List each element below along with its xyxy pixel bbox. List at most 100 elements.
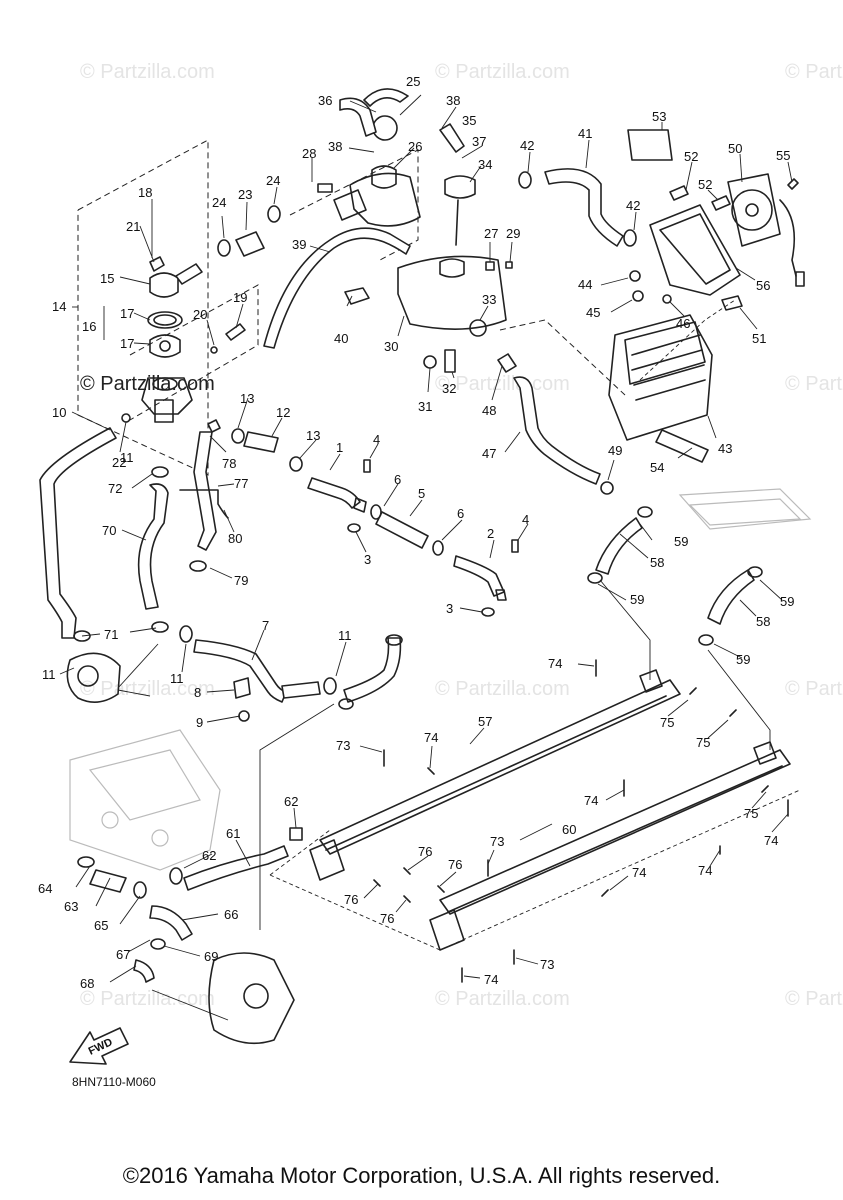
callout-label: 39 <box>292 237 306 252</box>
callout-label: 27 <box>484 226 498 241</box>
callout-label: 29 <box>506 226 520 241</box>
callout-label: 34 <box>478 157 492 172</box>
fan-assembly <box>627 129 805 463</box>
copyright-notice: ©2016 Yamaha Motor Corporation, U.S.A. A… <box>122 1163 721 1188</box>
callout-label: 76 <box>344 892 358 907</box>
callout-label: 52 <box>698 177 712 192</box>
callout-label: 6 <box>457 506 464 521</box>
callout-label: 63 <box>64 899 78 914</box>
callout-label: 53 <box>652 109 666 124</box>
watermark: © Partzilla.com <box>435 373 570 395</box>
callout-label: 13 <box>240 391 254 406</box>
callout-label: 26 <box>408 139 422 154</box>
callout-label: 31 <box>418 399 432 414</box>
callout-label: 74 <box>424 730 438 745</box>
watermark: © Partzilla.com <box>80 678 215 700</box>
callout-label: 14 <box>52 299 66 314</box>
callout-label: 73 <box>540 957 554 972</box>
engine-hoses <box>39 419 519 642</box>
callout-label: 49 <box>608 443 622 458</box>
callout-label: 76 <box>380 911 394 926</box>
callout-label: 54 <box>650 460 664 475</box>
callout-label: 59 <box>674 534 688 549</box>
fwd-arrow-icon: FWD <box>69 1027 129 1065</box>
callout-label: 47 <box>482 446 496 461</box>
reservoir-tank <box>263 227 513 373</box>
watermark: © Partzilla.com <box>785 373 843 395</box>
callout-label: 24 <box>266 173 280 188</box>
callout-label: 46 <box>676 316 690 331</box>
callout-label: 76 <box>418 844 432 859</box>
watermark-dark: © Partzilla.com <box>80 373 215 395</box>
callout-label: 62 <box>202 848 216 863</box>
callout-label: 59 <box>780 594 794 609</box>
callout-label: 69 <box>204 949 218 964</box>
callout-label: 33 <box>482 292 496 307</box>
callout-label: 32 <box>442 381 456 396</box>
callout-label: 11 <box>120 450 134 465</box>
radiator-hose-lower <box>497 353 614 495</box>
callout-label: 55 <box>776 148 790 163</box>
callout-label: 79 <box>234 573 248 588</box>
callout-label: 7 <box>262 618 269 633</box>
callout-label: 38 <box>328 139 342 154</box>
leader-lines <box>59 94 793 983</box>
callout-label: 12 <box>276 405 290 420</box>
engine-block <box>69 488 812 871</box>
callout-label: 70 <box>102 523 116 538</box>
callout-label: 75 <box>696 735 710 750</box>
callout-label: 9 <box>196 715 203 730</box>
callout-label: 65 <box>94 918 108 933</box>
callout-label: 71 <box>104 627 118 642</box>
callout-label: 3 <box>446 601 453 616</box>
dashed-group-outlines <box>77 139 736 476</box>
callout-label: 8 <box>194 685 201 700</box>
callout-label: 43 <box>718 441 732 456</box>
callout-label: 37 <box>472 134 486 149</box>
callout-label: 74 <box>484 972 498 987</box>
callout-label: 56 <box>756 278 770 293</box>
callout-label: 75 <box>744 806 758 821</box>
callout-label: 68 <box>80 976 94 991</box>
rear-hoses <box>587 506 763 646</box>
callout-label: 51 <box>752 331 766 346</box>
callout-label: 59 <box>630 592 644 607</box>
callout-label: 42 <box>626 198 640 213</box>
callout-label: 67 <box>116 947 130 962</box>
callout-label: 21 <box>126 219 140 234</box>
thermostat-assembly <box>121 256 246 423</box>
callout-label: 74 <box>584 793 598 808</box>
radiator <box>608 270 713 441</box>
callout-label: 36 <box>318 93 332 108</box>
callout-label: 62 <box>284 794 298 809</box>
callout-label: 50 <box>728 141 742 156</box>
callout-label: 24 <box>212 195 226 210</box>
coolant-pipes <box>269 669 801 951</box>
callout-label: 41 <box>578 126 592 141</box>
callout-label: 18 <box>138 185 152 200</box>
callout-label: 28 <box>302 146 316 161</box>
callout-label: 4 <box>522 512 529 527</box>
callout-label: 74 <box>764 833 778 848</box>
callout-label: 76 <box>448 857 462 872</box>
callout-label: 38 <box>446 93 460 108</box>
part-callouts: 1 2 3 3 4 4 5 6 6 7 8 9 10 11 11 11 11 1… <box>38 74 794 991</box>
watermark: © Partzilla.com <box>435 678 570 700</box>
callout-label: 61 <box>226 826 240 841</box>
watermarks: © Partzilla.com © Partzilla.com © Partzi… <box>80 61 843 1010</box>
watermark: © Partzilla.com <box>435 61 570 83</box>
callout-label: 42 <box>520 138 534 153</box>
callout-label: 78 <box>222 456 236 471</box>
callout-label: 72 <box>108 481 122 496</box>
callout-label: 77 <box>234 476 248 491</box>
radiator-hose-upper <box>518 168 637 247</box>
callout-label: 2 <box>487 526 494 541</box>
drawing-code: 8HN7110-M060 <box>72 1075 156 1089</box>
watermark: © Partzilla.com <box>785 678 843 700</box>
filler-neck-assembly <box>317 88 476 246</box>
callout-label: 45 <box>586 305 600 320</box>
callout-label: 52 <box>684 149 698 164</box>
callout-label: 30 <box>384 339 398 354</box>
callout-label: 6 <box>394 472 401 487</box>
